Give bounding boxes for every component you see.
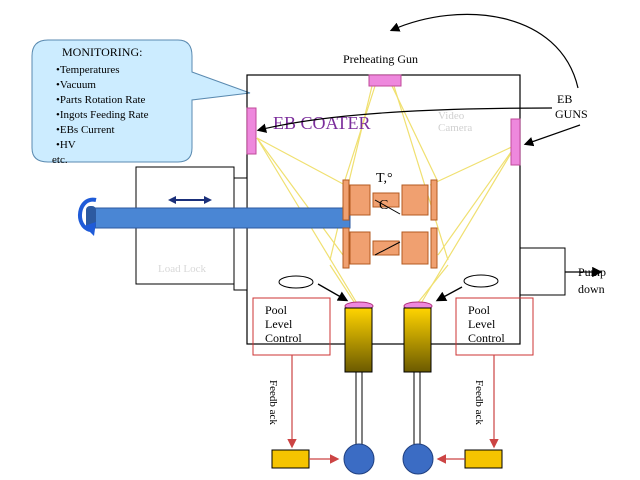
monitoring-title: MONITORING:	[62, 45, 142, 59]
feedback-right-label: Feedb ack	[473, 380, 485, 425]
pool-left-line1: Pool	[265, 303, 288, 317]
camera-left-arrow	[317, 283, 349, 302]
temperature-label-line2: C	[379, 198, 388, 213]
eb-guns-label-line2: GUNS	[555, 107, 588, 121]
part-fixture-lower	[342, 227, 438, 269]
electron-beams	[256, 85, 517, 306]
feedback-left-label: Feedb ack	[267, 380, 279, 425]
crucible-right	[403, 301, 433, 445]
monitoring-item-temperatures: •Temperatures	[56, 64, 120, 76]
temperature-label-line1: T,°	[376, 171, 393, 186]
preheating-gun-pad	[368, 74, 402, 87]
ingot-feed-sensor-right	[464, 449, 503, 469]
pump-down-label-line2: down	[578, 282, 605, 296]
rotation-icon-head	[84, 222, 96, 236]
eb-guns-arrow-to-left-gun	[256, 107, 553, 133]
preheating-gun-label: Preheating Gun	[343, 52, 418, 66]
ingot-feed-sensor-left	[271, 449, 310, 469]
pool-right-line3: Control	[468, 331, 505, 345]
ingot-feed-drive-right	[402, 443, 434, 475]
pool-right-line2: Level	[468, 317, 496, 331]
pump-port	[520, 247, 566, 296]
load-lock-label: Load Lock	[158, 263, 206, 275]
translation-arrow-left-head	[168, 196, 176, 204]
monitoring-item-eb-current: •EBs Current	[56, 124, 115, 136]
video-camera-label-line2: Camera	[438, 122, 472, 134]
eb-guns-label-line1: EB	[557, 92, 572, 106]
load-lock-flange	[233, 177, 248, 291]
eb-guns-arrow-to-right-gun	[523, 124, 581, 147]
rotation-shaft	[87, 207, 351, 229]
eb-gun-left-pad	[246, 107, 257, 155]
monitoring-item-feeding-rate: •Ingots Feeding Rate	[56, 109, 149, 121]
camera-right-arrow	[435, 286, 463, 302]
camera-lens-right	[463, 274, 499, 288]
pump-down-label-line1: Pump	[578, 265, 606, 279]
callout-bubble	[31, 39, 251, 163]
eb-guns-arrow-to-preheating-gun	[389, 13, 579, 89]
monitoring-callout: MONITORING: •Temperatures •Vacuum •Parts…	[31, 39, 251, 166]
monitoring-item-etc: etc.	[52, 154, 68, 166]
monitoring-item-hv: •HV	[56, 139, 76, 151]
crucible-left	[344, 301, 374, 445]
eb-gun-right-pad	[510, 118, 521, 166]
pool-left-line2: Level	[265, 317, 293, 331]
camera-lens-left	[278, 275, 314, 289]
monitoring-item-rotation-rate: •Parts Rotation Rate	[56, 94, 146, 106]
pool-right-line1: Pool	[468, 303, 491, 317]
ingot-feed-drive-left	[343, 443, 375, 475]
monitoring-item-vacuum: •Vacuum	[56, 79, 96, 91]
eb-coater-label: EB COATER	[273, 113, 371, 133]
part-fixture-upper	[342, 179, 438, 221]
translation-arrow-right-head	[204, 196, 212, 204]
video-camera-label-line1: Video	[438, 110, 465, 122]
pool-left-line3: Control	[265, 331, 302, 345]
